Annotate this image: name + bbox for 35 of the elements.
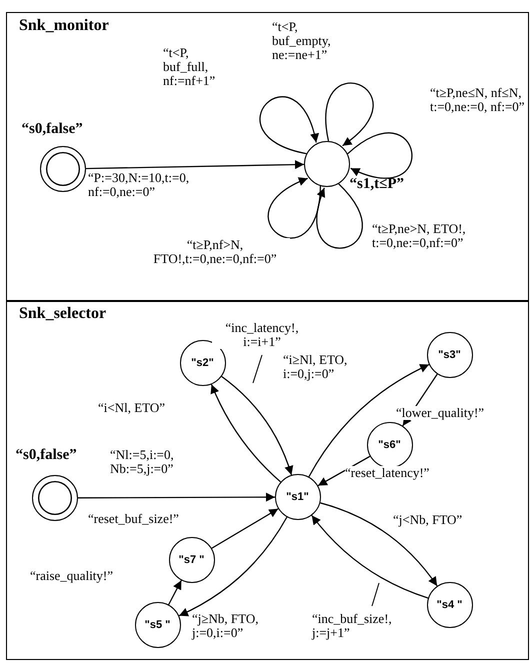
edge-label: “reset_buf_size!” — [88, 512, 179, 526]
edge-label: “raise_quality!” — [30, 569, 114, 583]
state-label: “s0,false” — [22, 120, 83, 138]
transition-arrow — [78, 492, 275, 502]
self-loop-arrow — [347, 132, 412, 179]
transition-arrow — [178, 516, 288, 616]
self-loop-arrow — [325, 82, 374, 146]
state-label: "s1" — [286, 490, 309, 502]
state-label: "s4 " — [436, 598, 462, 610]
transition-arrow — [308, 364, 430, 478]
edge-label: “reset_latency!” — [345, 466, 430, 480]
transition-arrow — [221, 376, 293, 476]
edge-label: “j<Nb, FTO” — [393, 513, 462, 527]
transition-arrow — [311, 515, 428, 599]
state-label: "s2" — [191, 356, 214, 368]
state-label: “s1,t≤P” — [350, 176, 404, 192]
edge-label: “i<Nl, ETO” — [98, 401, 166, 415]
transition-arrow — [210, 384, 282, 482]
transition-arrow — [86, 160, 304, 170]
transition-arrow — [211, 508, 279, 549]
state-label: “s0,false” — [16, 446, 77, 464]
state-label: "s6" — [378, 438, 401, 450]
state-label: "s3" — [438, 348, 461, 360]
transition-arrow — [318, 456, 370, 486]
self-loop-arrow — [316, 183, 363, 248]
self-loop-arrow — [259, 96, 318, 154]
edge-label: “t≥P,ne≤N, nf≤N, t:=0,ne:=0, nf:=0” — [430, 86, 525, 114]
self-loop-arrow — [268, 178, 321, 238]
transition-arrow — [320, 502, 438, 586]
panel-title: Snk_selector — [19, 305, 106, 323]
edge-label: “lower_quality!” — [396, 406, 484, 420]
panel-title: Snk_monitor — [19, 17, 109, 35]
state-label: "s5 " — [144, 618, 170, 630]
transition-arrow — [168, 580, 182, 605]
state-label: "s7 " — [178, 554, 204, 566]
